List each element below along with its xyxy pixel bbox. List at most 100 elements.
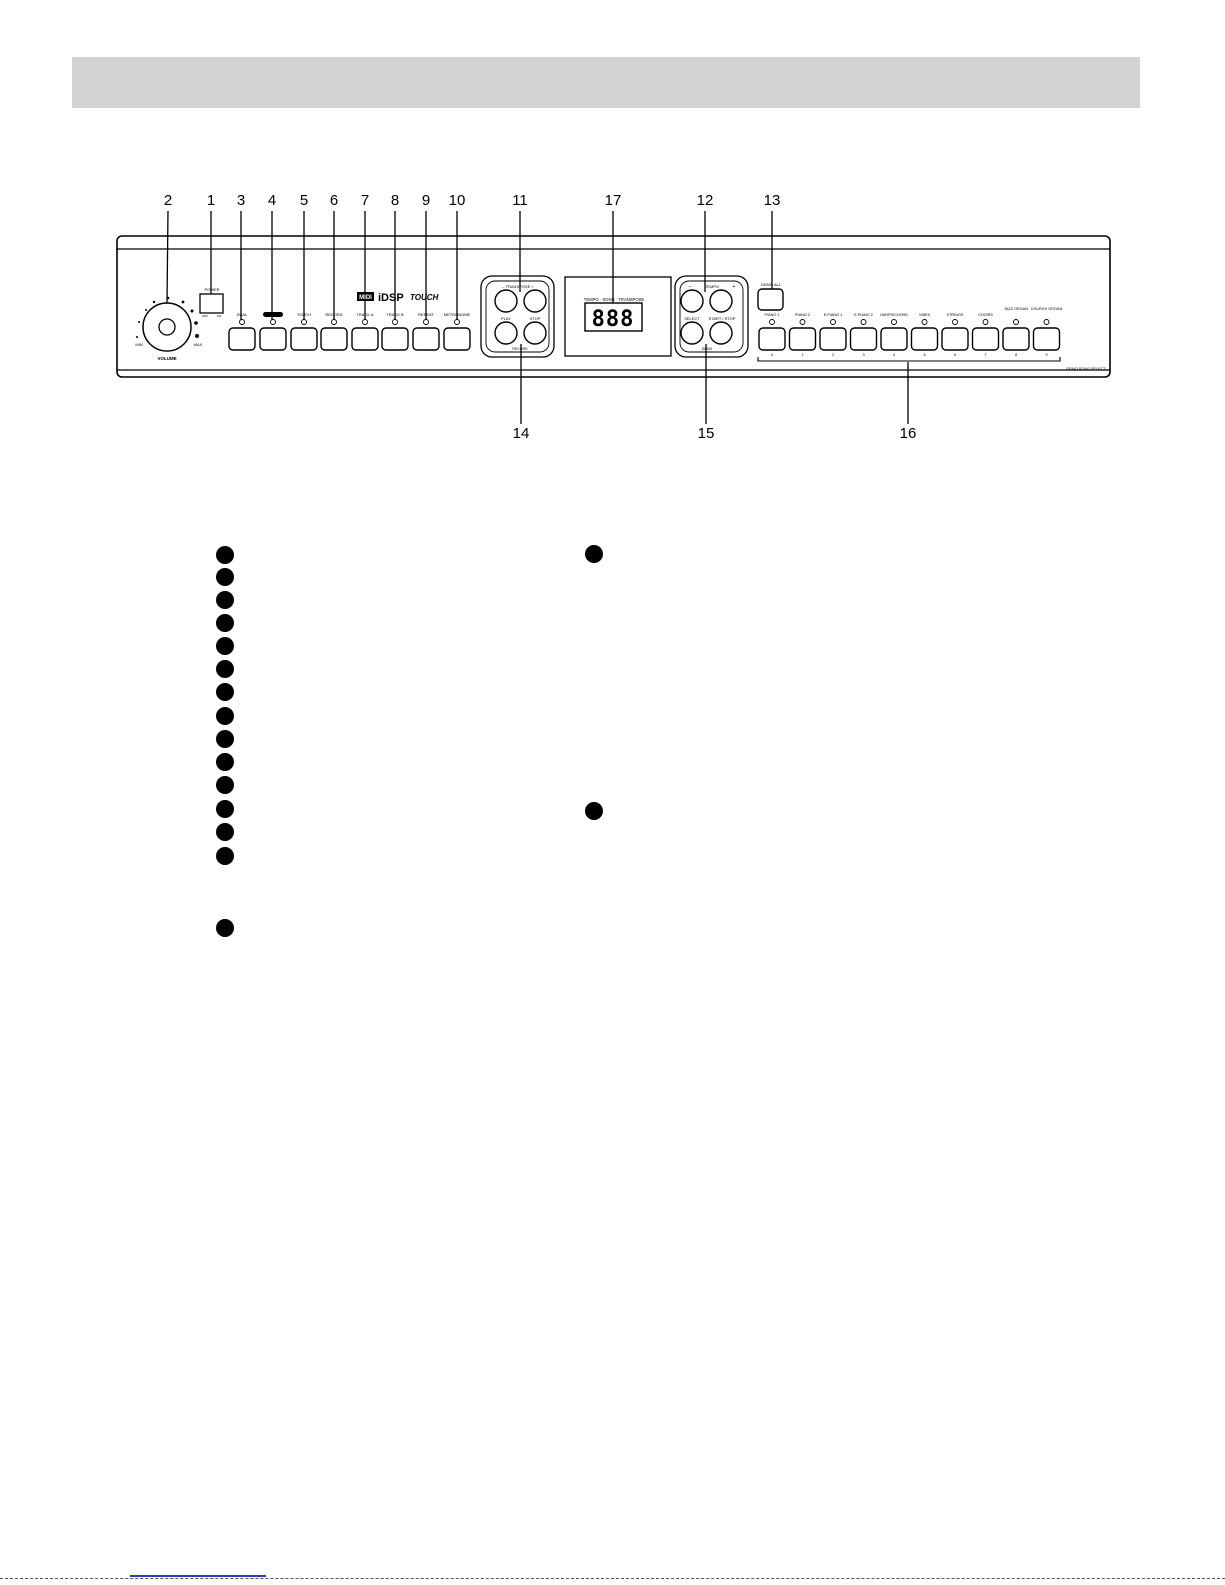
button-label: TOUCH <box>297 312 311 317</box>
voice-label: HARPSICHORD <box>880 313 908 317</box>
panel-button[interactable] <box>228 327 256 351</box>
power-on-label: ON <box>217 314 222 318</box>
callout-number: 17 <box>605 192 622 209</box>
tempo-up-button[interactable] <box>709 289 733 313</box>
list-bullet <box>216 823 234 841</box>
voice-led <box>921 319 928 325</box>
list-bullet <box>216 660 234 678</box>
voice-button[interactable] <box>758 327 786 351</box>
demo-select-button[interactable] <box>680 321 704 345</box>
demo-all-button[interactable] <box>757 288 784 311</box>
voice-label: STRINGS <box>947 313 964 317</box>
voice-button[interactable] <box>1032 327 1061 351</box>
voice-number: 2 <box>832 353 834 357</box>
right-bullet <box>585 545 603 563</box>
button-label: TRACK B <box>386 312 404 317</box>
panel-button[interactable] <box>259 327 287 351</box>
list-bullet <box>216 753 234 771</box>
voice-number: 9 <box>1045 353 1047 357</box>
transpose-label: – TRANSPOSE + <box>502 284 534 289</box>
tempo-label: TEMPO <box>705 284 719 289</box>
voice-number: 1 <box>801 353 803 357</box>
power-label: POWER <box>204 287 219 292</box>
led-indicator <box>301 319 307 325</box>
voice-number: 6 <box>954 353 956 357</box>
voice-button[interactable] <box>910 327 939 351</box>
voice-label: CHOIRS <box>978 313 993 317</box>
play-button[interactable] <box>494 321 518 345</box>
voice-led <box>1043 319 1050 325</box>
voice-led <box>891 319 897 325</box>
voice-led <box>830 319 836 325</box>
list-bullet <box>216 591 234 609</box>
button-label: REPEAT <box>418 312 434 317</box>
power-switch[interactable] <box>199 293 224 314</box>
voice-button[interactable] <box>849 327 878 351</box>
footer-link <box>130 1575 266 1577</box>
panel-button[interactable] <box>290 327 318 351</box>
touch-logo: TOUCH <box>410 293 439 302</box>
demo-startstop-button[interactable] <box>709 321 733 345</box>
callout-number: 11 <box>512 192 528 209</box>
voice-button[interactable] <box>788 327 817 351</box>
voice-button[interactable] <box>941 327 969 351</box>
demo-group-label: DEMO <box>702 347 713 351</box>
callout-number: 2 <box>164 192 172 209</box>
transpose-section <box>480 275 555 358</box>
led-indicator <box>454 319 460 325</box>
callout-number: 3 <box>237 192 245 209</box>
callout-number: 12 <box>697 192 714 209</box>
led-display-value: 888 <box>592 307 635 332</box>
transpose-down-button[interactable] <box>494 289 518 313</box>
voice-led <box>769 319 775 325</box>
voice-number: 8 <box>1015 353 1017 357</box>
list-bullet <box>216 800 234 818</box>
button-label: RECORD <box>325 312 342 317</box>
volume-knob-cap <box>158 318 176 336</box>
panel-button[interactable] <box>351 327 379 351</box>
list-bullet <box>216 683 234 701</box>
startstop-label: START / STOP <box>709 316 736 321</box>
voice-button[interactable] <box>971 327 1000 351</box>
led-indicator <box>423 319 429 325</box>
voice-label: VIBES <box>919 313 931 317</box>
voice-button[interactable] <box>880 327 908 351</box>
stop-button[interactable] <box>523 321 547 345</box>
demo-all-label: DEMO ALL <box>761 282 782 287</box>
list-bullet <box>216 919 234 937</box>
panel-button[interactable] <box>443 327 471 351</box>
list-bullet <box>216 776 234 794</box>
voice-number: 4 <box>893 353 895 357</box>
dsp-logo: iDSP <box>378 292 404 304</box>
voice-number: 5 <box>923 353 925 357</box>
led-indicator <box>239 319 245 325</box>
panel-button[interactable] <box>412 327 440 351</box>
voice-led <box>799 319 806 325</box>
tempo-minus-label: – <box>689 284 692 290</box>
split-label-badge <box>263 312 283 317</box>
voice-label: CHURCH ORGAN <box>1031 307 1063 311</box>
right-bullet <box>585 802 603 820</box>
midi-logo: MIDI <box>357 292 374 301</box>
button-label: DUAL <box>237 312 248 317</box>
callout-number: 8 <box>391 192 399 209</box>
panel-button[interactable] <box>381 327 409 351</box>
voice-led <box>1013 319 1019 325</box>
callout-number: 13 <box>764 192 781 209</box>
voice-led <box>982 319 989 325</box>
voice-button[interactable] <box>1002 327 1030 351</box>
transpose-section-inner <box>485 280 550 353</box>
transpose-up-button[interactable] <box>523 289 547 313</box>
tempo-down-button[interactable] <box>680 289 704 313</box>
led-indicator <box>392 319 398 325</box>
button-label: METRONOME <box>444 312 471 317</box>
select-label: SELECT <box>684 316 700 321</box>
record-group-label: RECORD <box>512 347 528 351</box>
panel-button[interactable] <box>320 327 348 351</box>
callout-number: 15 <box>698 425 715 442</box>
voice-number: 7 <box>984 353 986 357</box>
voice-button[interactable] <box>819 327 847 351</box>
callout-number: 4 <box>268 192 276 209</box>
voice-label: JAZZ ORGAN <box>1004 307 1028 311</box>
